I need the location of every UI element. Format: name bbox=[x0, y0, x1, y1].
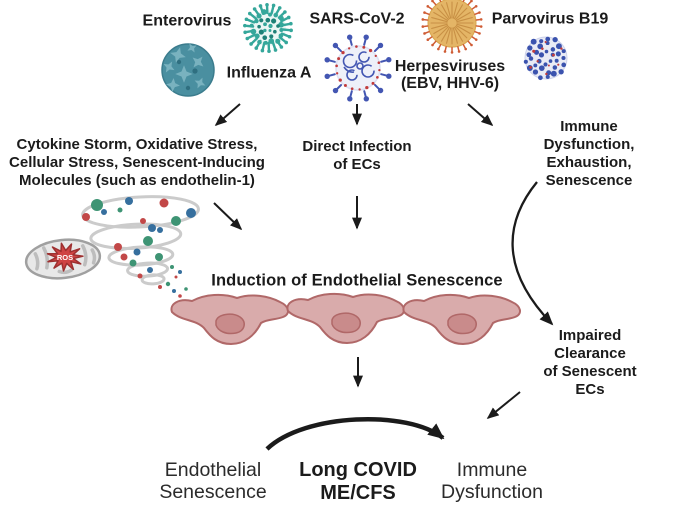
enterovirus-icon bbox=[160, 40, 215, 97]
cause-cytokine-storm-label: Cytokine Storm, Oxidative Stress, Cellul… bbox=[9, 136, 265, 189]
sars-cov-2-label: SARS-CoV-2 bbox=[309, 10, 405, 28]
impaired-clearance-label: Impaired Clearance of Senescent ECs bbox=[543, 327, 637, 398]
influenza-label: Influenza A bbox=[226, 64, 312, 82]
signaling-molecules-tornado bbox=[81, 195, 200, 298]
flow-arrows bbox=[213, 103, 554, 451]
enterovirus-label: Enterovirus bbox=[142, 12, 232, 30]
outcome-immune-dysfunction-label: Immune Dysfunction bbox=[441, 459, 543, 503]
parvovirus-icon bbox=[523, 36, 568, 81]
arrow-senescence-to-immune-arc bbox=[265, 417, 445, 451]
arrow-impaired-to-immune-outcome bbox=[486, 391, 521, 420]
sars-cov-2-icon bbox=[324, 34, 392, 102]
arrow-viruses-to-cytokine bbox=[214, 103, 241, 127]
arrow-immune-to-impaired-clearance bbox=[511, 181, 554, 326]
herpesvirus-icon bbox=[421, 0, 483, 54]
arrow-cytokine-to-induction bbox=[213, 202, 243, 231]
cause-direct-infection-label: Direct Infection of ECs bbox=[302, 138, 412, 173]
mitochondria-ros-icon: ROS bbox=[24, 238, 102, 280]
outcome-endothelial-senescence-label: Endothelial Senescence bbox=[159, 459, 267, 503]
influenza-icon bbox=[243, 2, 293, 54]
endothelial-cells-illustration bbox=[170, 292, 522, 345]
outcome-long-covid-label: Long COVID ME/CFS bbox=[299, 459, 417, 504]
parvovirus-label: Parvovirus B19 bbox=[491, 10, 609, 28]
ros-label: ROS bbox=[57, 253, 73, 262]
induction-senescence-label: Induction of Endothelial Senescence bbox=[211, 271, 503, 290]
cause-immune-dysfunction-label: Immune Dysfunction, Exhaustion, Senescen… bbox=[543, 118, 635, 189]
herpesviruses-label: Herpesviruses (EBV, HHV-6) bbox=[394, 58, 506, 92]
arrow-viruses-to-immune-dysfunction bbox=[467, 103, 494, 127]
